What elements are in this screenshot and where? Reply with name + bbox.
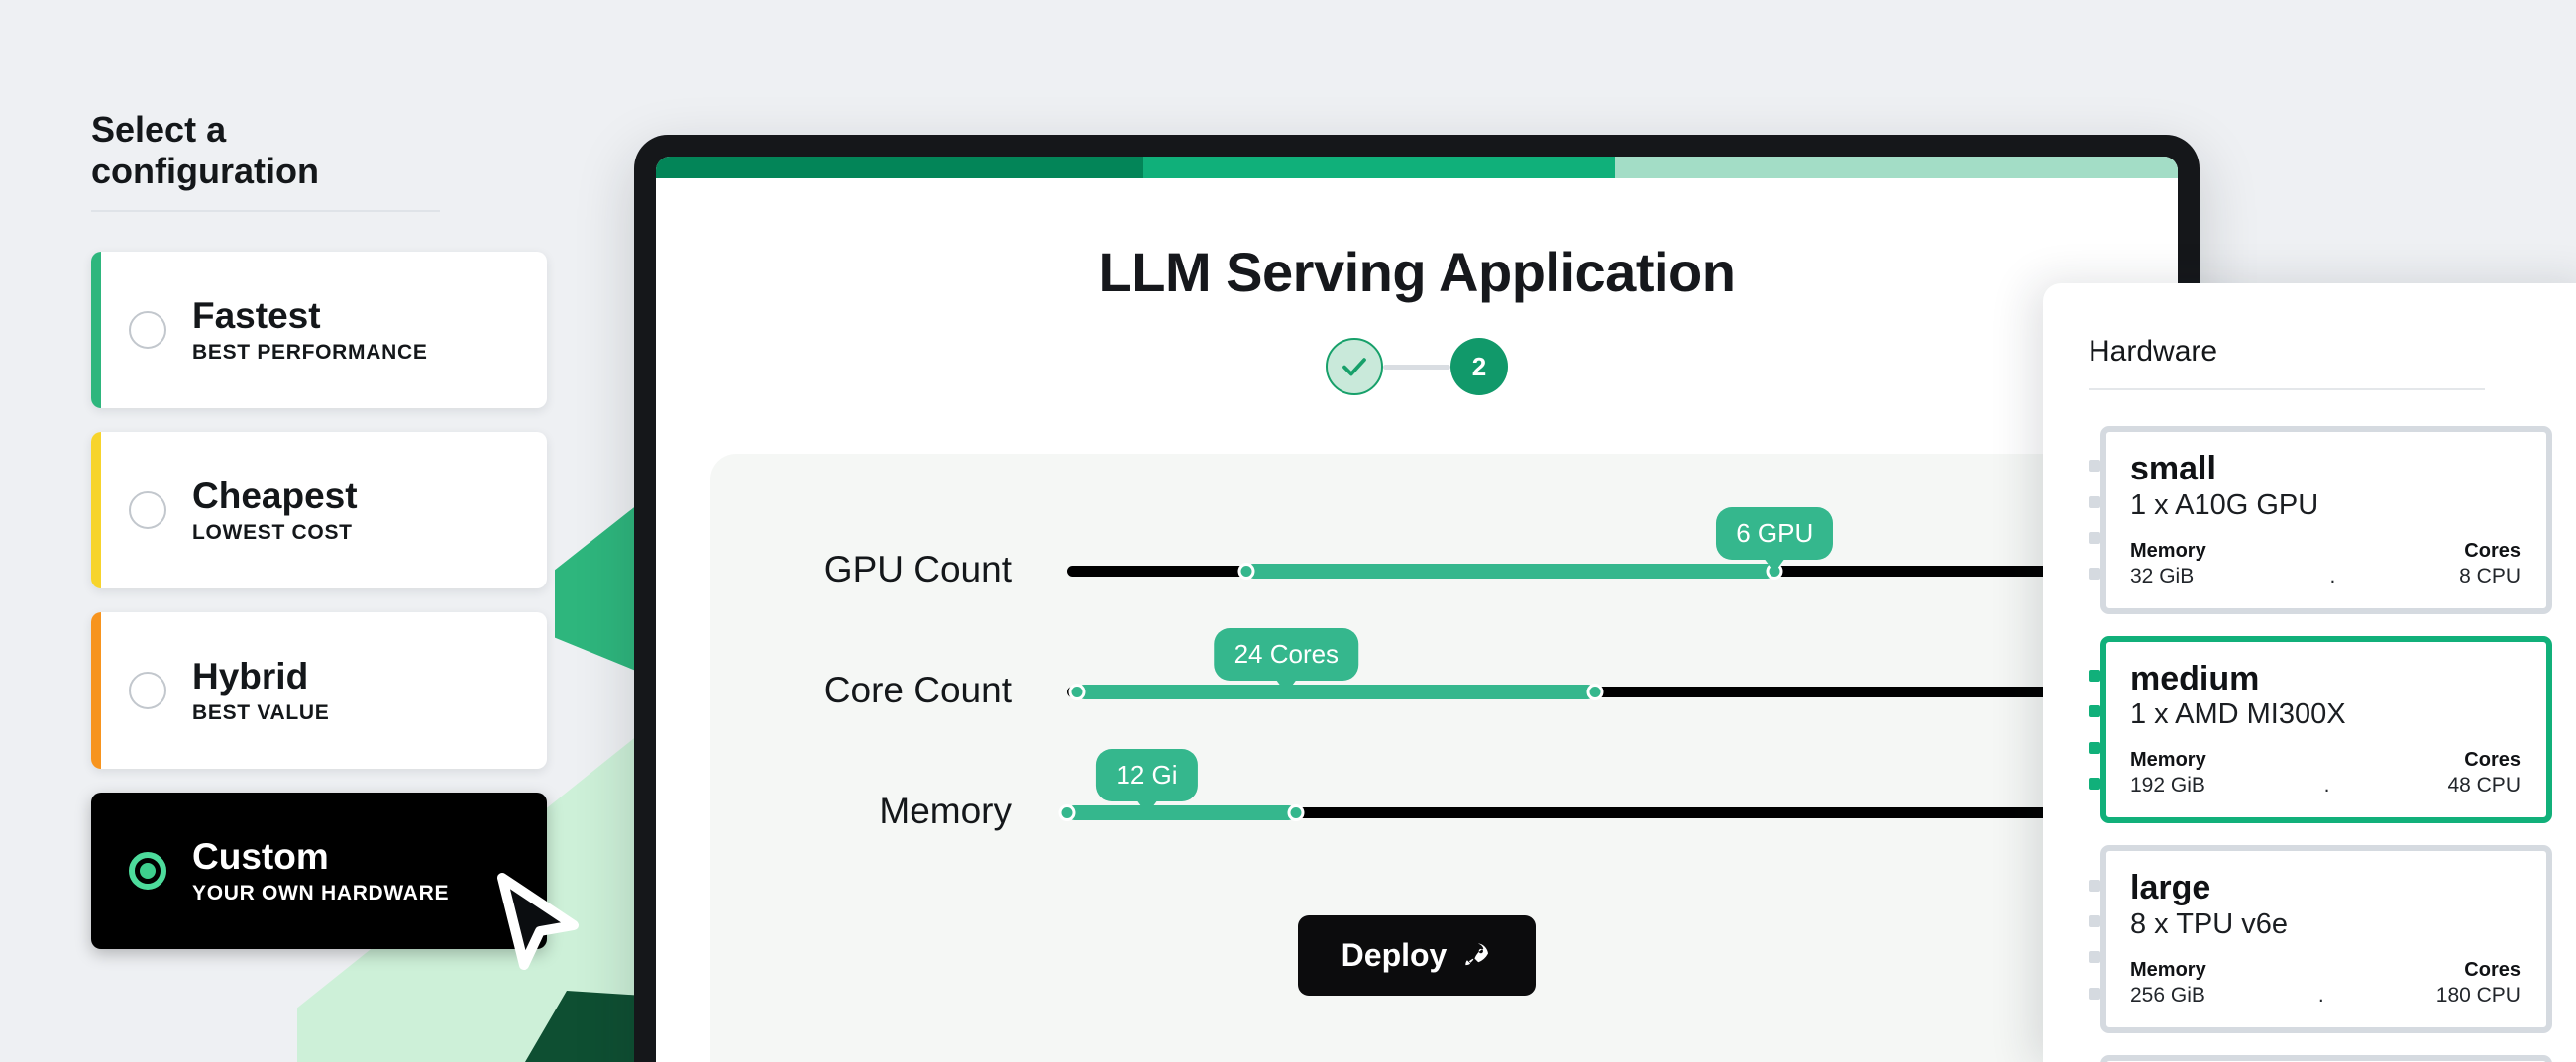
chip-meta-row: Memory 256 GiB . Cores 180 CPU (2130, 959, 2521, 1008)
chip-memory-label: Memory (2130, 539, 2206, 562)
config-accent-bar (91, 252, 101, 408)
chip-name: small (2130, 450, 2216, 487)
chip-pins-icon (2089, 448, 2100, 592)
config-option-title: Fastest (192, 295, 321, 337)
progress-segment-completed (656, 157, 1143, 178)
page-section-heading: Select a configuration (91, 109, 440, 212)
chip-name: large (2130, 869, 2211, 907)
chip-meta-separator: . (2317, 984, 2324, 1008)
config-option-subtitle: BEST VALUE (192, 700, 330, 724)
config-option-fastest[interactable]: Fastest BEST PERFORMANCE (91, 252, 547, 408)
chip-cores-value: 48 CPU (2447, 774, 2521, 797)
chip-cores-label: Cores (2464, 539, 2521, 562)
slider-track-gpu-count[interactable]: 6 GPU (1067, 507, 2064, 599)
progress-segment-current (1142, 157, 1615, 178)
tablet-device-frame: LLM Serving Application 2 GPU Count (634, 135, 2200, 1062)
deploy-button-row: Deploy (770, 915, 2064, 996)
hardware-config-panel: GPU Count 6 GPU Core Count (710, 454, 2123, 1062)
config-option-title: Custom (192, 836, 329, 878)
slider-knob-core-min[interactable] (1068, 684, 1086, 700)
chip-name: medium (2130, 659, 2260, 697)
progress-segment-remaining (1614, 157, 2178, 178)
slider-value-bubble-memory: 12 Gi (1096, 749, 1198, 801)
chip-meta-row: Memory 192 GiB . Cores 48 CPU (2130, 749, 2521, 797)
chip-meta-separator: . (2323, 774, 2330, 797)
slider-value-bubble-core-count: 24 Cores (1214, 628, 1359, 681)
radio-button-hybrid[interactable] (129, 672, 166, 709)
chip-pins-icon (2089, 867, 2100, 1011)
slider-fill-gpu-count (1246, 564, 1775, 579)
chip-spec: 1 x A10G GPU (2130, 488, 2319, 521)
hardware-chip-large[interactable]: large 8 x TPU v6e Memory 256 GiB . Cores… (2089, 845, 2552, 1034)
config-accent-bar (91, 612, 101, 769)
radio-button-fastest[interactable] (129, 311, 166, 349)
chip-memory-value: 32 GiB (2130, 564, 2195, 587)
step-connector-line (1383, 364, 1450, 370)
config-option-subtitle: YOUR OWN HARDWARE (192, 881, 450, 904)
page-title: LLM Serving Application (1098, 241, 1736, 303)
chip-cores-value: 180 CPU (2435, 984, 2521, 1008)
slider-row-memory: Memory 12 Gi (770, 749, 2064, 872)
hardware-picker-panel: Hardware small 1 x A10G GPU Memory 32 Gi… (2043, 283, 2576, 1062)
slider-label-core-count: Core Count (823, 670, 1012, 710)
config-option-subtitle: LOWEST COST (192, 520, 353, 544)
chip-memory-label: Memory (2130, 749, 2206, 772)
mouse-cursor-pointer (497, 873, 579, 970)
configuration-option-list: Fastest BEST PERFORMANCE Cheapest LOWEST… (91, 252, 547, 949)
config-option-title: Hybrid (192, 656, 309, 697)
slider-row-core-count: Core Count 24 Cores (770, 628, 2064, 751)
config-option-title: Cheapest (192, 476, 358, 517)
hardware-chip-list: small 1 x A10G GPU Memory 32 GiB . Cores… (2089, 426, 2552, 1062)
config-option-custom[interactable]: Custom YOUR OWN HARDWARE (91, 793, 547, 949)
radio-button-custom-selected[interactable] (129, 852, 166, 890)
rocket-icon (1465, 942, 1489, 965)
chip-memory-value: 192 GiB (2130, 774, 2205, 797)
progress-strip (656, 157, 2178, 178)
config-option-cheapest[interactable]: Cheapest LOWEST COST (91, 432, 547, 588)
slider-value-bubble-gpu-count: 6 GPU (1716, 507, 1834, 560)
slider-row-gpu-count: GPU Count 6 GPU (770, 507, 2064, 630)
slider-label-memory: Memory (879, 791, 1012, 831)
slider-base-track (1067, 807, 2064, 818)
config-accent-bar (91, 432, 101, 588)
slider-knob-gpu-min[interactable] (1237, 563, 1255, 580)
step-indicator-2-current[interactable]: 2 (1450, 338, 1508, 395)
chip-memory-value: 256 GiB (2130, 984, 2205, 1008)
hardware-chip-medium[interactable]: medium 1 x AMD MI300X Memory 192 GiB . C… (2089, 635, 2552, 824)
slider-label-gpu-count: GPU Count (823, 549, 1012, 589)
chip-meta-row: Memory 32 GiB . Cores 8 CPU (2130, 540, 2521, 588)
slider-knob-core-max[interactable] (1586, 684, 1604, 700)
chip-cores-label: Cores (2464, 749, 2521, 772)
slider-fill-memory (1067, 805, 1297, 820)
slider-track-core-count[interactable]: 24 Cores (1067, 628, 2064, 720)
hardware-chip-small[interactable]: small 1 x A10G GPU Memory 32 GiB . Cores… (2089, 426, 2552, 614)
step-indicator-1-complete[interactable] (1326, 338, 1383, 395)
hardware-chip-custom[interactable]: custom (2100, 1055, 2552, 1062)
configuration-selector: Select a configuration Fastest BEST PERF… (91, 109, 547, 949)
chip-pins-icon (2089, 658, 2100, 802)
chip-meta-separator: . (2329, 564, 2336, 587)
check-icon (1342, 358, 1366, 376)
chip-cores-value: 8 CPU (2459, 564, 2521, 587)
slider-knob-memory-max[interactable] (1287, 804, 1305, 821)
tablet-screen: LLM Serving Application 2 GPU Count (656, 157, 2178, 1062)
slider-track-memory[interactable]: 12 Gi (1058, 749, 2064, 841)
deploy-button[interactable]: Deploy (1297, 915, 1537, 996)
chip-cores-label: Cores (2464, 959, 2521, 982)
hardware-panel-heading: Hardware (2089, 335, 2485, 390)
radio-button-cheapest[interactable] (129, 491, 166, 529)
config-option-subtitle: BEST PERFORMANCE (192, 340, 428, 364)
slider-knob-memory-min[interactable] (1058, 804, 1076, 821)
chip-spec: 1 x AMD MI300X (2130, 698, 2346, 731)
step-indicator: 2 (656, 338, 2178, 395)
config-option-hybrid[interactable]: Hybrid BEST VALUE (91, 612, 547, 769)
chip-memory-label: Memory (2130, 959, 2206, 982)
deploy-button-label: Deploy (1341, 937, 1448, 973)
chip-spec: 8 x TPU v6e (2130, 908, 2289, 941)
slider-fill-core-count (1077, 685, 1596, 699)
